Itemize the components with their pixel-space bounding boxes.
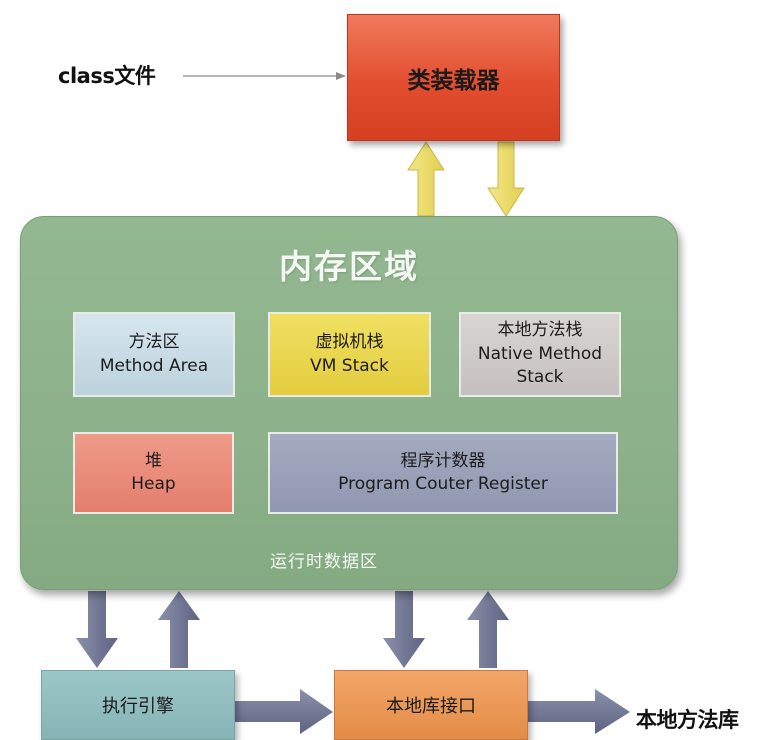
runtime-data-area-label: 运行时数据区 [270, 552, 378, 572]
native-interface-label: 本地库接口 [386, 696, 476, 717]
memory-area-container [20, 216, 678, 590]
native-method-stack-box: 本地方法栈 Native Method Stack [459, 312, 621, 397]
class-file-label: class文件 [58, 64, 156, 88]
native-interface-box: 本地库接口 [334, 670, 528, 740]
heap-cn: 堆 [145, 450, 162, 471]
native-stack-en-1: Native Method [477, 343, 603, 364]
method-area-box: 方法区 Method Area [73, 312, 235, 397]
pc-register-cn: 程序计数器 [400, 450, 486, 471]
class-file-arrow [183, 72, 346, 80]
engine-to-interface-arrow [235, 689, 333, 734]
interface-down-arrow [383, 591, 425, 668]
program-counter-register-box: 程序计数器 Program Couter Register [268, 432, 618, 514]
yellow-up-arrow [407, 141, 445, 217]
class-loader-label: 类装载器 [407, 67, 500, 94]
execution-engine-label: 执行引擎 [102, 696, 174, 717]
vm-stack-cn: 虚拟机栈 [315, 332, 384, 353]
execution-engine-box: 执行引擎 [41, 670, 235, 740]
engine-down-arrow [76, 591, 118, 668]
engine-up-arrow [158, 591, 200, 668]
heap-en: Heap [131, 474, 176, 494]
native-library-label: 本地方法库 [636, 708, 739, 732]
heap-box: 堆 Heap [73, 432, 234, 514]
vm-stack-en: VM Stack [310, 355, 389, 376]
memory-area-title: 内存区域 [279, 247, 419, 286]
native-stack-en-2: Stack [516, 367, 564, 388]
interface-up-arrow [467, 591, 509, 668]
method-area-cn: 方法区 [128, 332, 180, 353]
interface-to-library-arrow [528, 689, 630, 734]
yellow-down-arrow [487, 141, 525, 217]
native-stack-cn: 本地方法栈 [497, 320, 583, 341]
method-area-en: Method Area [99, 355, 209, 376]
vm-stack-box: 虚拟机栈 VM Stack [268, 312, 431, 397]
class-loader-box: 类装载器 [347, 14, 560, 141]
pc-register-en: Program Couter Register [338, 474, 548, 494]
